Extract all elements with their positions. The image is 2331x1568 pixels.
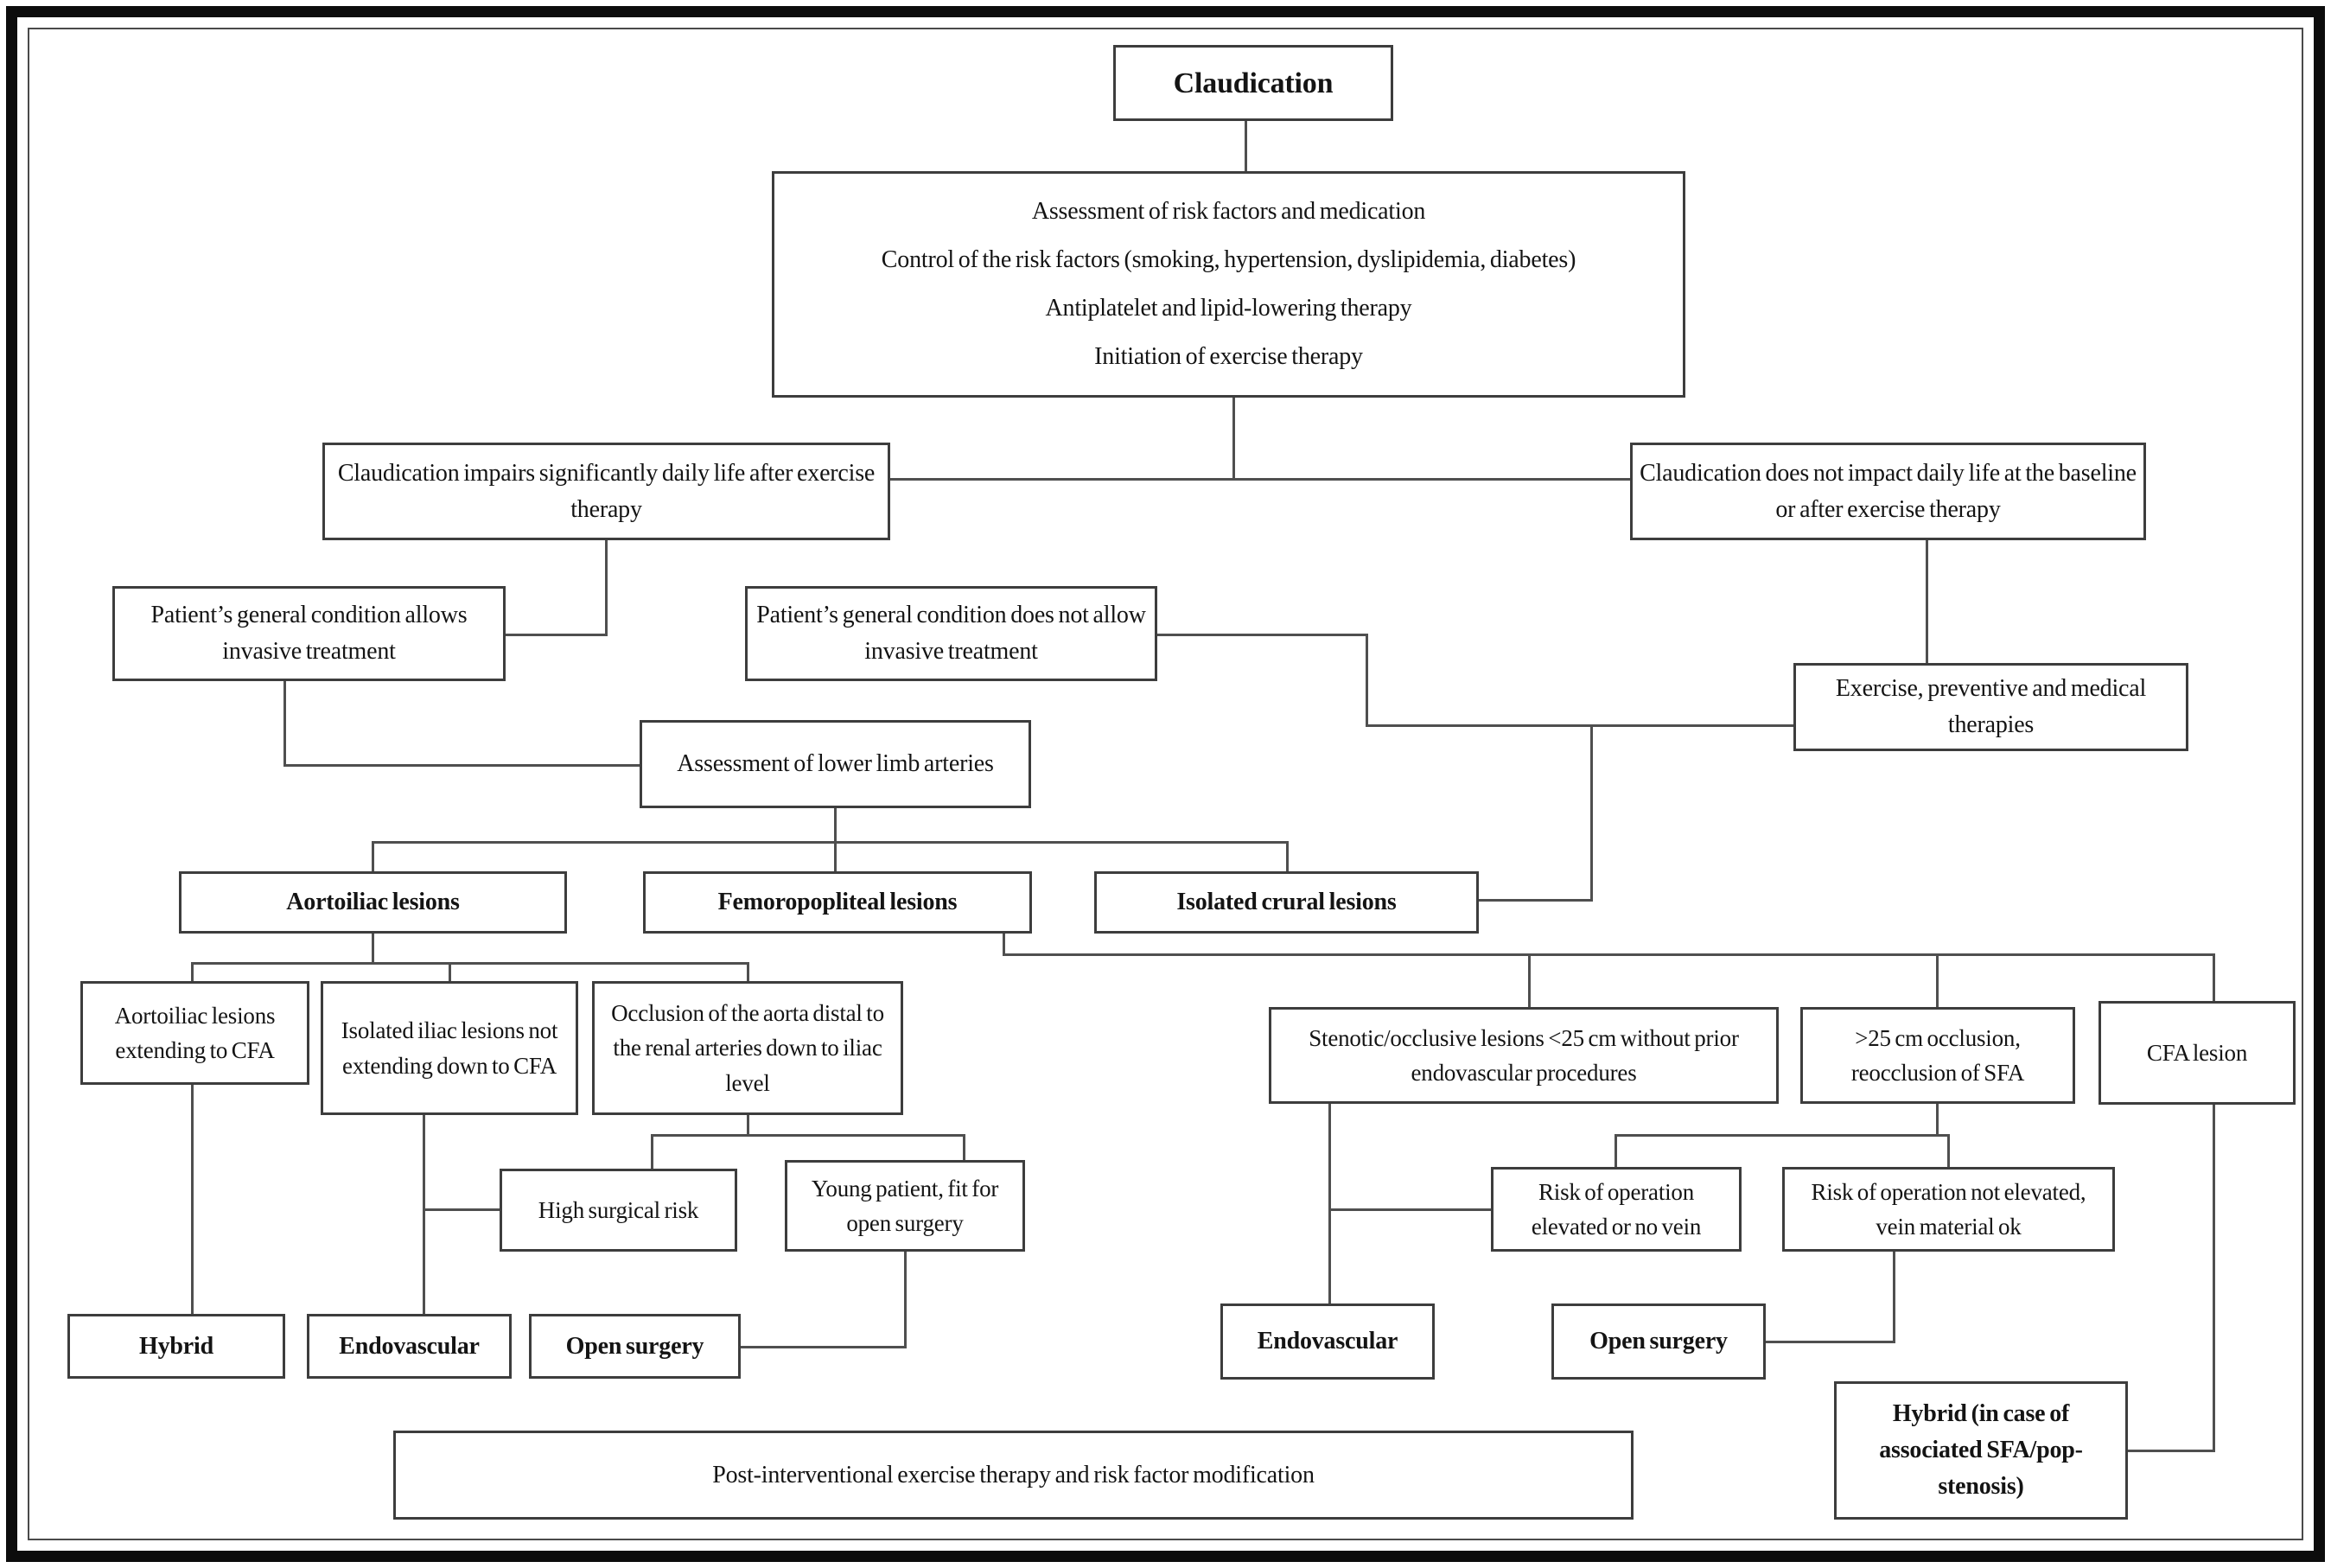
connector-lowerlimb-down <box>834 808 837 844</box>
connector-riskelevated-stub <box>1328 1208 1493 1211</box>
node-endovascular-left: Endovascular <box>307 1314 512 1379</box>
risk-assessment-line: Assessment of risk factors and medicatio… <box>1031 198 1426 225</box>
connector-to-aortocfa <box>191 962 194 983</box>
connector-impairs-down <box>605 540 608 636</box>
connector-risknotelevated-down <box>1893 1252 1895 1343</box>
connector-to-occlusionaorta <box>747 962 749 983</box>
connector-to-highrisk <box>651 1134 653 1170</box>
connector-to-isolatedcrural <box>1286 841 1289 874</box>
connector-isolatedcrural-stub <box>1479 899 1593 902</box>
connector-aortoiliac-down <box>372 934 374 965</box>
node-risk-elevated: Risk of operation elevated or no vein <box>1491 1167 1742 1252</box>
connector-lesions-split-h <box>372 841 1289 844</box>
connector-risknotelevated-opensurgery-h <box>1766 1341 1895 1343</box>
connector-youngpatient-down <box>904 1252 907 1348</box>
connector-to-stenotic <box>1528 953 1531 1009</box>
node-aortoiliac-lesions: Aortoiliac lesions <box>179 871 567 934</box>
node-claudication: Claudication <box>1113 45 1393 121</box>
connector-youngpatient-opensurgery-h <box>741 1346 907 1348</box>
node-high-surgical-risk: High surgical risk <box>500 1169 737 1252</box>
node-condition-not-allow: Patient’s general condition does not all… <box>745 586 1157 681</box>
connector-allows-down <box>283 681 286 767</box>
node-lower-limb-assessment: Assessment of lower limb arteries <box>640 720 1031 808</box>
connector-to-aortoiliac <box>372 841 374 874</box>
node-risk-not-elevated: Risk of operation not elevated, vein mat… <box>1782 1167 2115 1252</box>
connector-allows-stub <box>506 634 608 636</box>
connector-cfalesion-hybridsfa-h <box>2128 1450 2215 1452</box>
node-exercise-medical-therapies: Exercise, preventive and medical therapi… <box>1793 663 2188 751</box>
risk-assessment-line: Antiplatelet and lipid-lowering therapy <box>1045 295 1412 322</box>
node-isolated-iliac-lesions: Isolated iliac lesions not extending dow… <box>321 981 578 1115</box>
risk-assessment-line: Control of the risk factors (smoking, hy… <box>881 246 1576 273</box>
connector-aortocfa-hybrid <box>191 1085 194 1316</box>
connector-occlusionaorta-split-h <box>651 1134 965 1137</box>
connector-cfalesion-down <box>2213 1105 2215 1452</box>
connector-to-risknotelevated <box>1947 1134 1950 1169</box>
inner-border <box>28 28 2303 1540</box>
connector-to-occlusion25 <box>1936 953 1939 1009</box>
connector-assessment-split-v <box>1232 398 1235 481</box>
node-cfa-lesion: CFA lesion <box>2099 1001 2296 1105</box>
node-hybrid-sfa: Hybrid (in case of associated SFA/pop- s… <box>1834 1381 2128 1520</box>
connector-aortoiliac-split-h <box>191 962 749 965</box>
risk-assessment-line: Initiation of exercise therapy <box>1094 343 1363 370</box>
connector-stenotic-endovascular <box>1328 1104 1331 1305</box>
connector-claudication-assessment <box>1245 121 1247 173</box>
connector-highrisk-stub <box>423 1208 502 1211</box>
connector-isolatedcrural-up <box>1590 724 1593 902</box>
connector-occlusion25-down <box>1936 1104 1939 1137</box>
node-claudication-impairs: Claudication impairs significantly daily… <box>322 443 890 540</box>
node-femoropopliteal-lesions: Femoropopliteal lesions <box>643 871 1032 934</box>
connector-to-youngpatient <box>963 1134 965 1163</box>
connector-to-exercise-h <box>1366 724 1795 727</box>
node-endovascular-right: Endovascular <box>1220 1303 1435 1380</box>
connector-to-isolatediliac <box>449 962 451 983</box>
node-isolated-crural-lesions: Isolated crural lesions <box>1094 871 1479 934</box>
connector-to-femoropopliteal <box>834 841 837 874</box>
node-occlusion-aorta: Occlusion of the aorta distal to the ren… <box>592 981 903 1115</box>
connector-occlusion25-split-h <box>1615 1134 1950 1137</box>
node-post-interventional: Post-interventional exercise therapy and… <box>393 1431 1634 1520</box>
outer-border <box>6 6 2325 1562</box>
node-open-surgery-left: Open surgery <box>529 1314 741 1379</box>
node-risk-assessment: Assessment of risk factors and medicatio… <box>772 171 1685 398</box>
node-hybrid: Hybrid <box>67 1314 285 1379</box>
connector-to-riskelevated <box>1615 1134 1617 1169</box>
node-aortoiliac-extending-cfa: Aortoiliac lesions extending to CFA <box>80 981 309 1085</box>
connector-allows-lowerlimb-h <box>283 764 641 767</box>
node-claudication-no-impact: Claudication does not impact daily life … <box>1630 443 2146 540</box>
node-open-surgery-right: Open surgery <box>1551 1303 1766 1380</box>
connector-femoropopliteal-down <box>1003 934 1005 956</box>
connector-isolatediliac-endovascular <box>423 1115 425 1316</box>
connector-noimpact-exercise <box>1926 540 1928 665</box>
node-condition-allows: Patient’s general condition allows invas… <box>112 586 506 681</box>
connector-notallow-right <box>1157 634 1368 636</box>
node-young-patient: Young patient, fit for open surgery <box>785 1160 1025 1252</box>
connector-assessment-split-h <box>890 478 1632 481</box>
connector-notallow-elbow-v <box>1366 634 1368 727</box>
node-occlusion-over-25cm: >25 cm occlusion, reocclusion of SFA <box>1800 1007 2075 1104</box>
connector-occlusionaorta-down <box>747 1115 749 1137</box>
node-stenotic-occlusive: Stenotic/occlusive lesions <25 cm withou… <box>1269 1007 1779 1104</box>
connector-to-cfalesion <box>2213 953 2215 1003</box>
connector-femoropopliteal-split-h <box>1003 953 2214 956</box>
